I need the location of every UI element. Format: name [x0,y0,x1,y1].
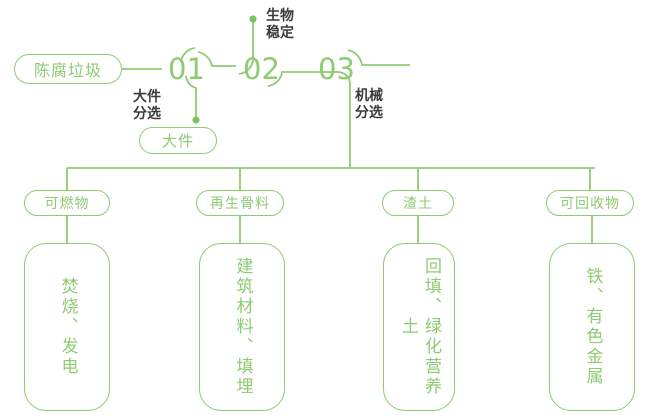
node-category-recycled-aggregate[interactable]: 再生骨料 [196,190,284,216]
box-destination-recycled-aggregate[interactable]: 建筑材料、填埋 [199,243,285,411]
node-category-slag-soil[interactable]: 渣土 [382,190,454,216]
stage-number-02[interactable]: 02 [243,52,280,86]
node-category-recyclable[interactable]: 可回收物 [546,190,634,216]
stage-label-bio-line-2: 稳定 [266,25,294,41]
stage-label-bulky-line-2: 分选 [133,106,161,122]
stage-number-03[interactable]: 03 [318,52,355,86]
box-destination-slag-soil[interactable]: 回填、绿化营养土 [383,243,455,411]
box-destination-recyclable[interactable]: 铁、有色金属 [549,243,635,411]
destination-text-recycled-aggregate: 建筑材料、填埋 [232,257,253,397]
dot-bulky [192,116,200,124]
stage-label-mech-line-1: 机械 [355,88,383,104]
node-category-combustible[interactable]: 可燃物 [24,190,110,216]
node-output-bulky[interactable]: 大件 [139,127,217,154]
node-source-waste[interactable]: 陈腐垃圾 [14,54,122,84]
stage-label-bio-stabilization: 生物 稳定 [266,8,294,42]
stage-label-bio-line-1: 生物 [266,8,294,24]
destination-text-combustible: 焚烧、发电 [57,277,78,377]
stage-number-01[interactable]: 01 [168,52,205,86]
stage-label-mechanical-sorting: 机械 分选 [355,88,383,122]
stage-label-bulky-line-1: 大件 [133,89,161,105]
destination-text-slag-soil: 回填、绿化营养土 [398,257,441,397]
stage-label-mech-line-2: 分选 [355,105,383,121]
box-destination-combustible[interactable]: 焚烧、发电 [24,243,110,411]
dot-bio [249,15,257,23]
line-03-to-trunk [311,71,351,168]
line-03-tail-right [347,49,410,66]
stage-label-bulky-sorting: 大件 分选 [133,89,161,123]
destination-text-recyclable: 铁、有色金属 [582,267,603,387]
